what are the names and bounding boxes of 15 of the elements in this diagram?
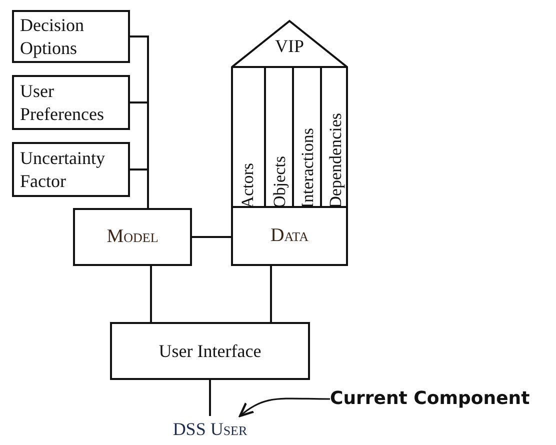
curved-arrow (238, 398, 330, 418)
text-box: User Preferences (12, 75, 130, 130)
connector-line (270, 266, 272, 322)
annotation-text: Current Component (330, 386, 554, 412)
text-box: Uncertainty Factor (12, 142, 130, 197)
connector-line (150, 266, 152, 322)
connector-line (130, 168, 149, 208)
text-box: Decision Options (12, 10, 130, 63)
attribute-column: Actors (231, 67, 264, 208)
connector-line (209, 380, 211, 416)
text-box: User Interface (110, 322, 310, 380)
component-box: Model (73, 208, 192, 266)
component-box: Data (231, 206, 348, 266)
user-label: DSS User (150, 416, 270, 442)
connector-line (192, 236, 231, 238)
